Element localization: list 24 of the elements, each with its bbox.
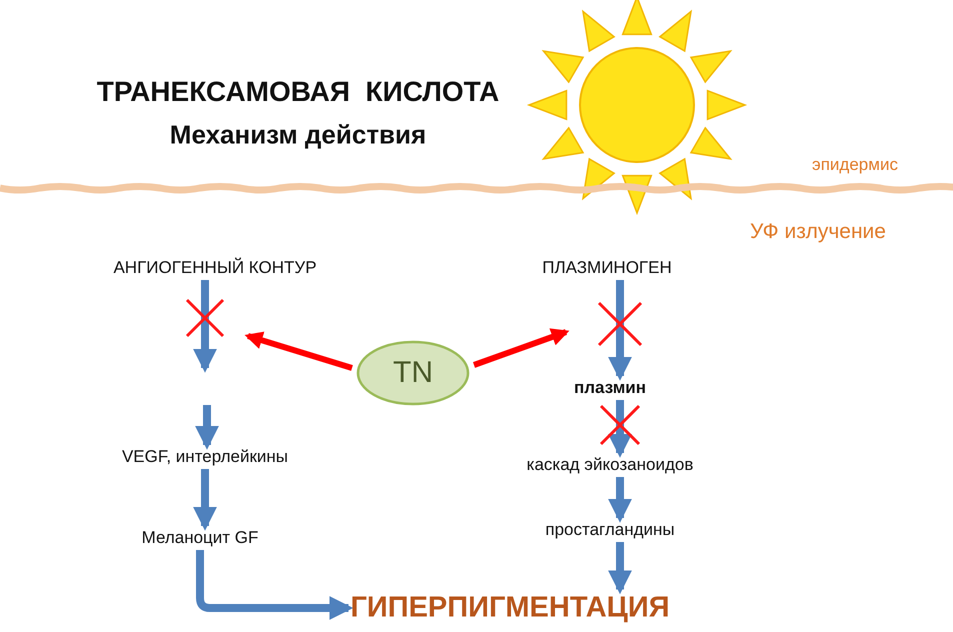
step-label: ПЛАЗМИНОГЕН [542,258,672,278]
arrow [608,400,632,458]
arrow [608,542,632,594]
arrow [196,550,354,620]
node-text: TN [393,356,433,390]
step-label: плазмин [574,378,646,398]
step-label: VEGF, интерлейкины [122,447,288,467]
arrow [244,332,353,371]
step-label: Меланоцит GF [142,528,258,548]
arrow [193,469,217,531]
step-label: АНГИОГЕННЫЙ КОНТУР [113,258,317,278]
arrow [608,477,632,523]
radiation-label: УФ излучение [750,220,886,244]
arrow [193,280,217,373]
arrow [608,280,632,381]
arrow [472,328,570,368]
step-label: каскад эйкозаноидов [526,455,694,475]
step-label: простагландины [545,520,675,540]
step-label: ГИПЕРПИГМЕНТАЦИЯ [350,592,670,624]
title: ТРАНЕКСАМОВАЯ КИСЛОТА [96,76,500,108]
subtitle: Механизм действия [170,120,426,150]
ellipse-node [356,340,470,406]
arrow [195,405,219,450]
layer-label: эпидермис [812,155,898,175]
